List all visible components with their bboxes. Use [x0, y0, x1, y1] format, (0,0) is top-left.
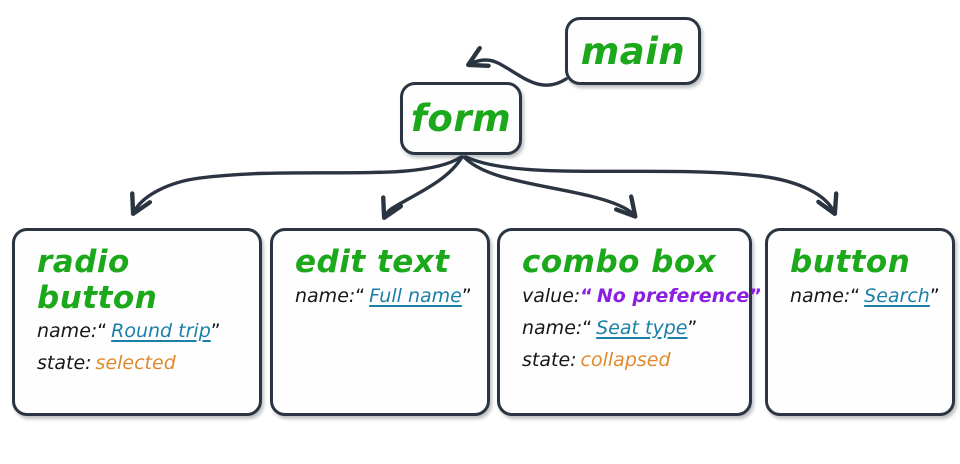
quote-open: “	[97, 320, 108, 343]
quote-open: “	[850, 284, 861, 307]
property-row: name:“Round trip”	[37, 322, 259, 341]
node-radio-button-header: radio button	[15, 241, 259, 318]
node-form[interactable]: form	[400, 82, 522, 155]
node-main-label: main	[580, 29, 686, 73]
property-value: Full name	[369, 284, 462, 307]
property-key: state:	[522, 348, 577, 371]
quote-close: ”	[210, 320, 221, 343]
edge-form-to-button	[464, 155, 834, 212]
node-form-label: form	[410, 97, 512, 140]
property-row: name:“Full name”	[295, 284, 487, 307]
property-key: name:	[790, 284, 851, 307]
property-value: No preference	[596, 284, 750, 307]
node-combo-box[interactable]: combo box value:“No preference” name:“Se…	[497, 228, 762, 416]
node-edit-text-label: edit text	[295, 244, 450, 280]
node-form-title-wrap: form	[403, 85, 519, 152]
node-main[interactable]: main	[565, 17, 701, 85]
property-value: collapsed	[580, 348, 671, 371]
node-radio-button-properties: name:“Round trip” state:selected	[15, 318, 259, 373]
node-radio-button-label: radio button	[37, 244, 158, 316]
edge-form-to-radio-button	[134, 155, 463, 212]
node-combo-box-label: combo box	[522, 244, 717, 280]
node-button[interactable]: button name:“Search”	[765, 228, 955, 416]
property-value: Seat type	[596, 316, 688, 339]
property-value: selected	[95, 352, 176, 375]
quote-open: “	[355, 284, 366, 307]
node-button-label: button	[790, 244, 911, 280]
property-row: state:selected	[37, 354, 259, 373]
property-key: name:	[295, 284, 356, 307]
property-key: value:	[522, 284, 581, 307]
node-edit-text-header: edit text	[273, 241, 487, 283]
quote-close: ”	[687, 316, 698, 339]
node-button-header: button	[768, 241, 952, 283]
property-row: state:collapsed	[522, 348, 749, 371]
property-key: name:	[522, 316, 583, 339]
node-combo-box-header: combo box	[500, 241, 749, 283]
quote-open: “	[580, 284, 593, 307]
property-key: state:	[37, 352, 92, 375]
property-value: Round trip	[111, 320, 211, 343]
node-button-properties: name:“Search”	[768, 283, 952, 306]
property-row: value:“No preference”	[522, 284, 762, 307]
property-value: Search	[864, 284, 930, 307]
property-key: name:	[37, 320, 98, 343]
node-radio-button[interactable]: radio button name:“Round trip” state:sel…	[12, 228, 262, 416]
property-row: name:“Search”	[790, 284, 952, 307]
node-main-title-wrap: main	[568, 20, 698, 82]
node-combo-box-properties: value:“No preference” name:“Seat type” s…	[500, 283, 762, 371]
property-row: name:“Seat type”	[522, 316, 749, 339]
quote-open: “	[582, 316, 593, 339]
edge-form-to-edit-text	[385, 155, 464, 216]
quote-close: ”	[929, 284, 940, 307]
quote-close: ”	[461, 284, 472, 307]
node-edit-text[interactable]: edit text name:“Full name”	[270, 228, 490, 416]
edge-form-to-combo-box	[462, 155, 634, 215]
quote-close: ”	[749, 284, 762, 307]
node-edit-text-properties: name:“Full name”	[273, 283, 487, 306]
